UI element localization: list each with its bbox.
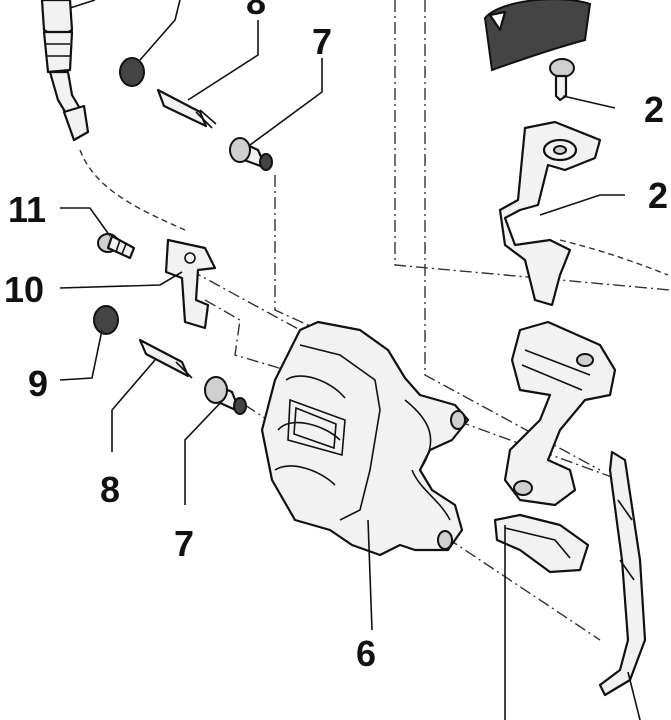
bolt-11 — [97, 233, 136, 260]
bracket-body — [498, 120, 602, 307]
bracket-screw — [549, 58, 575, 102]
leader-8 — [111, 359, 156, 452]
callout-2-b: 2 — [648, 175, 668, 216]
leader-7-top — [249, 58, 323, 146]
leader-spring — [627, 671, 641, 720]
hose-nut — [42, 30, 74, 74]
leader-9 — [59, 329, 103, 381]
callout-11: 11 — [8, 189, 46, 230]
leader-8-top — [187, 20, 259, 101]
axis-line-middle — [204, 299, 621, 481]
callout-8: 8 — [100, 469, 120, 510]
axis-line-upper-pin — [274, 175, 331, 336]
callout-6: 6 — [356, 633, 376, 674]
leader-2-a — [562, 95, 616, 109]
screw-shank — [554, 74, 568, 102]
lower-bolt-set — [93, 305, 247, 415]
brake-hose — [40, 0, 96, 142]
leader-2-b — [539, 194, 625, 216]
callout-9: 9 — [28, 363, 48, 404]
callout-7-top: 7 — [312, 21, 332, 62]
caliper-body — [260, 320, 470, 557]
upper-bolt-set — [119, 0, 273, 171]
brake-pad-lining — [483, 0, 592, 72]
callout-7: 7 — [174, 523, 194, 564]
upper-bolt-cap — [119, 57, 145, 87]
callout-10: 10 — [4, 269, 44, 310]
bracket-route-line — [559, 239, 669, 276]
carrier-body — [503, 320, 617, 507]
hose-route-line — [79, 149, 186, 231]
hose-end — [62, 104, 90, 142]
leader-10 — [59, 271, 183, 289]
leader-6 — [367, 519, 373, 631]
leader-11 — [60, 207, 111, 237]
brake-pad — [483, 0, 592, 72]
leader-lines — [59, 20, 641, 720]
upper-guide-bolt — [156, 88, 208, 128]
leader-7 — [184, 397, 226, 505]
caliper-housing — [260, 320, 470, 557]
brake-carrier — [493, 320, 617, 574]
anti-rattle-spring — [598, 450, 647, 697]
sensor-bracket — [498, 120, 602, 307]
carrier-lower-arm — [493, 513, 590, 574]
callout-numbers: 8 7 2 2 11 10 9 8 7 6 — [4, 0, 668, 674]
spring-body — [598, 450, 647, 697]
axis-line-bracket — [394, 0, 671, 291]
lower-bolt-cap — [93, 305, 119, 335]
callout-8-top: 8 — [246, 0, 266, 22]
screw-head — [549, 58, 575, 78]
lower-guide-bolt — [138, 338, 190, 378]
callout-2-a: 2 — [644, 89, 664, 130]
hose-clip — [164, 238, 217, 330]
